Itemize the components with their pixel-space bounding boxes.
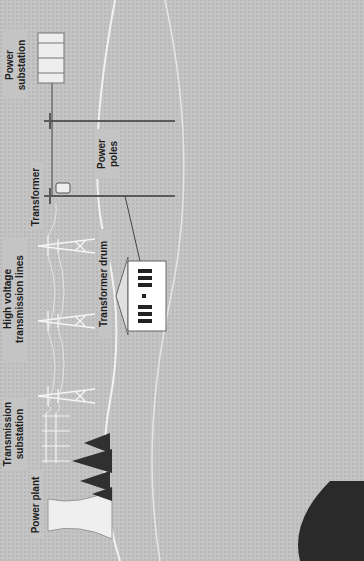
service-wire: [125, 196, 140, 261]
part-label: Transformer: [30, 163, 42, 231]
part-label: Power plant: [30, 471, 42, 539]
house: [116, 257, 166, 335]
part-label: Transformer drum: [98, 229, 110, 339]
transmission-substation: [42, 413, 70, 463]
transformer-symbol: [56, 183, 70, 193]
high-voltage-wire: [46, 203, 64, 413]
power-substation: [38, 33, 64, 83]
part-label: High voltage transmission lines: [2, 237, 26, 361]
transmission-tower: [38, 236, 95, 406]
part-label: Power poles: [96, 129, 120, 179]
part-label: Power substation: [4, 31, 28, 99]
trees: [72, 433, 112, 501]
wire: [52, 83, 53, 196]
dark-hill: [298, 481, 364, 561]
part-label: Transmission substation: [2, 397, 26, 471]
power-pole: [44, 113, 175, 204]
